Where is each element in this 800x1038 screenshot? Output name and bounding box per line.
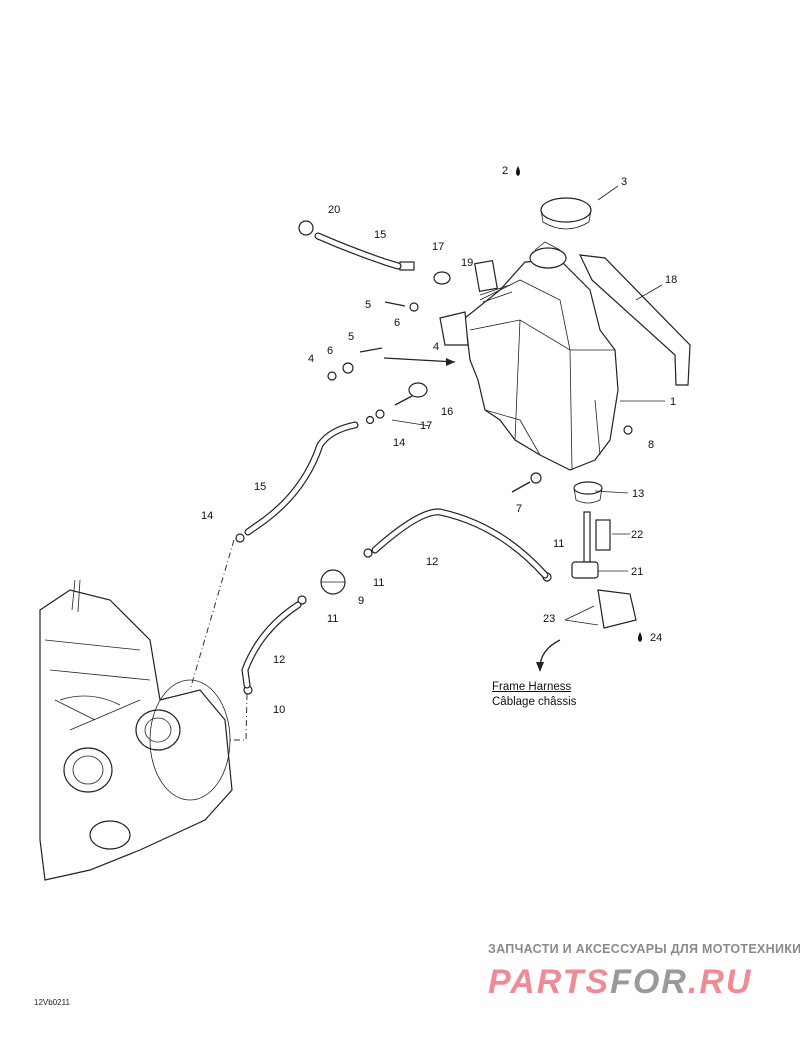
- callout-20: 20: [328, 204, 340, 216]
- callout-18: 18: [665, 274, 677, 286]
- callout-14: 14: [201, 510, 213, 522]
- watermark-tagline: ЗАПЧАСТИ И АКСЕССУАРЫ ДЛЯ МОТОТЕХНИКИ: [488, 942, 800, 956]
- callout-2: 2: [502, 165, 508, 177]
- hardware-parts: [235, 220, 633, 695]
- callout-14: 14: [393, 437, 405, 449]
- arrow-to-tank: [383, 357, 456, 363]
- callout-4: 4: [433, 341, 439, 353]
- oil-level-sensor: [571, 511, 637, 629]
- callout-6: 6: [394, 317, 400, 329]
- logo-ru: .RU: [687, 963, 753, 1001]
- frame-harness-fr: Câblage châssis: [492, 696, 577, 708]
- callout-23: 23: [543, 613, 555, 625]
- callout-15: 15: [254, 481, 266, 493]
- leader-lines: [391, 185, 665, 626]
- callout-11: 11: [553, 538, 564, 550]
- callout-16: 16: [441, 406, 453, 418]
- oil-drop-icon: [516, 166, 520, 176]
- tank-filler-neck: [529, 247, 567, 269]
- callout-11: 11: [373, 577, 384, 589]
- callout-24: 24: [650, 632, 662, 644]
- frame-harness-en: Frame Harness: [492, 681, 572, 693]
- oil-drop-icon: [638, 632, 642, 642]
- callout-6: 6: [327, 345, 333, 357]
- callout-22: 22: [631, 529, 643, 541]
- callout-3: 3: [621, 176, 627, 188]
- callout-5: 5: [348, 331, 354, 343]
- callout-10: 10: [273, 704, 285, 716]
- engine-block: [39, 579, 233, 881]
- callout-9: 9: [358, 595, 364, 607]
- callout-1: 1: [670, 396, 676, 408]
- callout-8: 8: [648, 439, 654, 451]
- callout-21: 21: [631, 566, 643, 578]
- watermark-logo: PARTSFOR.RU: [488, 962, 752, 1002]
- tank-strap: [578, 254, 691, 386]
- drawing-code: 12Vb0211: [34, 998, 70, 1007]
- oil-hoses: [241, 232, 549, 689]
- logo-for: FOR: [610, 963, 688, 1001]
- callout-7: 7: [516, 503, 522, 515]
- callout-5: 5: [365, 299, 371, 311]
- callout-13: 13: [632, 488, 644, 500]
- callout-4: 4: [308, 353, 314, 365]
- callout-12: 12: [426, 556, 438, 568]
- callout-19: 19: [461, 257, 473, 269]
- callout-labels: 1 2 3 4 4 5 5 6 6 7 8 9 10 11 11 11 12 1…: [201, 165, 677, 716]
- callout-11: 11: [327, 613, 338, 625]
- callout-17: 17: [420, 420, 432, 432]
- callout-17: 17: [432, 241, 444, 253]
- callout-15: 15: [374, 229, 386, 241]
- tank-bracket: [439, 311, 469, 346]
- callout-12: 12: [273, 654, 285, 666]
- grommet: [573, 481, 603, 504]
- logo-parts: PARTS: [488, 963, 611, 1001]
- tank-cap: [540, 197, 592, 230]
- frame-harness-label: Frame Harness Câblage châssis: [492, 680, 576, 710]
- oil-tank: [439, 241, 619, 471]
